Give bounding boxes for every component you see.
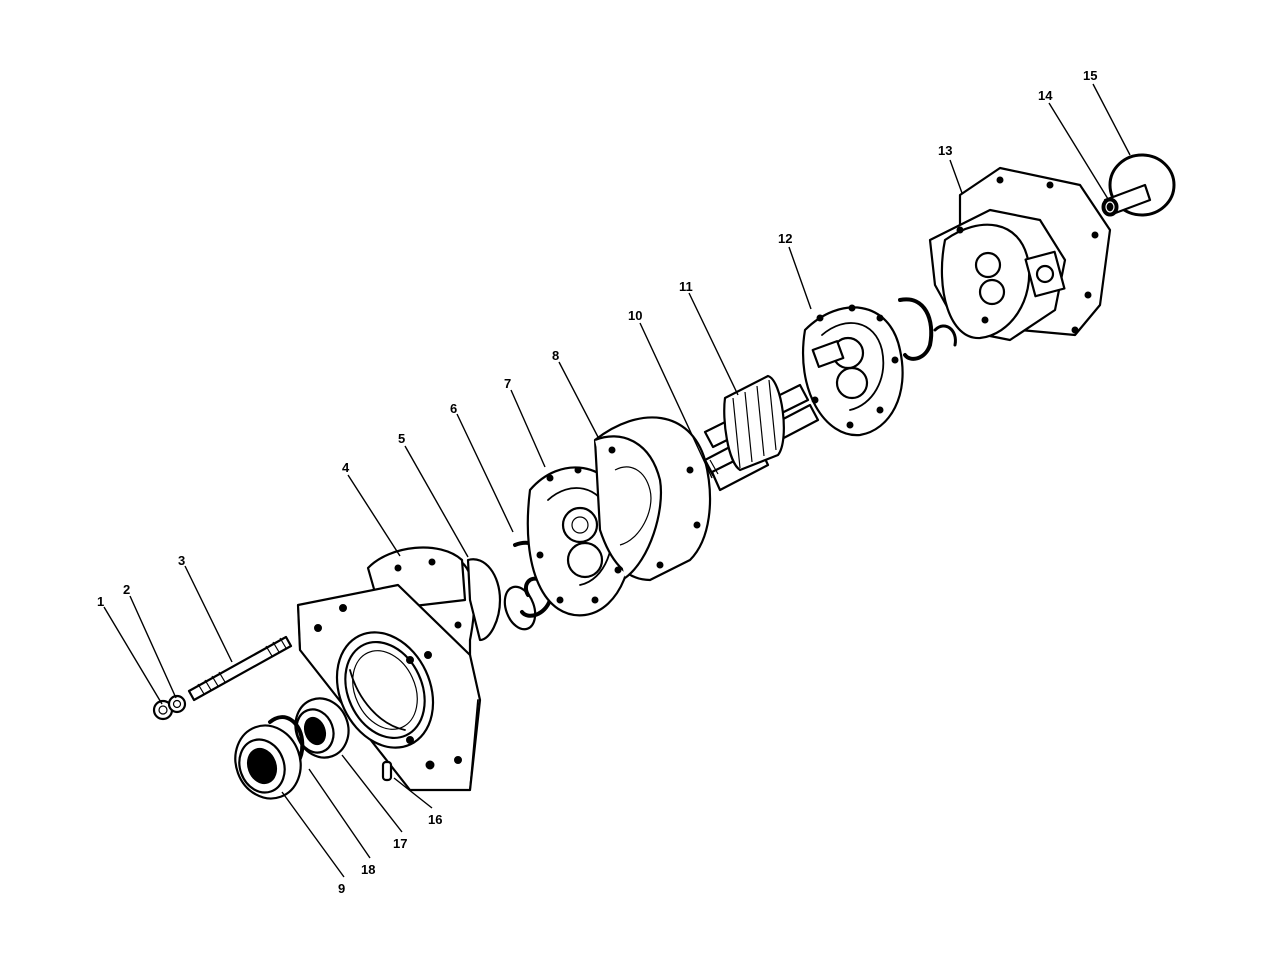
callout-5: 5	[398, 431, 405, 446]
part-12-rear-wear-plate	[801, 304, 904, 437]
part-14-plug	[1101, 183, 1152, 217]
callout-12: 12	[778, 231, 792, 246]
callout-10: 10	[628, 308, 642, 323]
part-8-gear-housing	[593, 416, 712, 582]
callout-13: 13	[938, 143, 952, 158]
part-16-dowel-pin	[381, 760, 393, 782]
part-5-seal-ring	[466, 558, 537, 642]
part-17-bearing	[294, 697, 350, 759]
callout-labels: 1 2 3 4 5 6 7 8 9 10 11 12 13 14 15 16 1…	[97, 68, 1097, 896]
callout-14: 14	[1038, 88, 1053, 103]
callout-2: 2	[123, 582, 130, 597]
callout-8: 8	[552, 348, 559, 363]
part-9-shaft-seal	[234, 724, 302, 800]
callout-11: 11	[679, 279, 693, 294]
callout-16: 16	[428, 812, 442, 827]
part-13-rear-cover	[928, 166, 1112, 342]
callout-1: 1	[97, 594, 104, 609]
part-11-driven-gear	[703, 374, 810, 472]
callout-15: 15	[1083, 68, 1097, 83]
part-4-mounting-flange	[296, 546, 482, 792]
leader-lines	[103, 83, 1131, 878]
callout-18: 18	[361, 862, 375, 877]
part-3-stud	[187, 635, 293, 702]
part-2-washer	[167, 694, 187, 714]
rear-snap-ring	[898, 297, 957, 361]
callout-17: 17	[393, 836, 407, 851]
callout-7: 7	[504, 376, 511, 391]
callout-9: 9	[338, 881, 345, 896]
callout-4: 4	[342, 460, 350, 475]
callout-6: 6	[450, 401, 457, 416]
callout-3: 3	[178, 553, 185, 568]
